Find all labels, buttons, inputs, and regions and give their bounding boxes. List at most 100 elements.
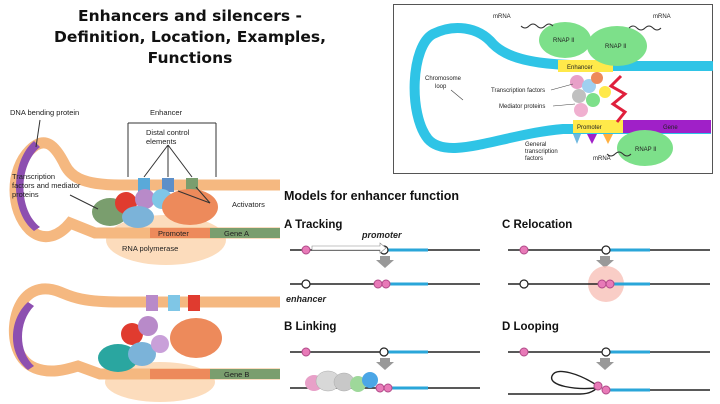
tf-pointer-loop (550, 83, 574, 91)
control-element-3 (186, 178, 198, 192)
b-enhancer-1 (301, 347, 311, 357)
chromosome-loop-diagram: mRNA mRNA mRNA RNAP II RNAP II RNAP II C… (393, 4, 713, 174)
model-d-title: D Looping (502, 321, 559, 333)
mrna-squiggle-3 (606, 151, 632, 157)
c-enhancer-1 (519, 245, 529, 255)
enhancer-bar (558, 60, 613, 72)
gene-bar (623, 120, 711, 133)
enhancer-label: Enhancer (150, 108, 183, 117)
enhancer-label-loop: Enhancer (567, 65, 593, 71)
distal-control-label-2: elements (146, 137, 177, 146)
c-pink-1 (597, 279, 607, 289)
c-pink-2 (605, 279, 615, 289)
chromosome-label-1: Chromosome (425, 76, 462, 82)
title-line-3: Functions (147, 49, 233, 67)
model-b-title: B Linking (284, 321, 336, 333)
title-line-1: Enhancers and silencers - (78, 7, 302, 25)
b-pink-2 (383, 383, 393, 393)
mrna-label-1: mRNA (493, 14, 511, 20)
mediator-pointer-loop (552, 103, 576, 107)
d-promoter-1 (601, 347, 611, 357)
a-pink-1 (373, 279, 383, 289)
control-element-2 (162, 178, 174, 192)
d-pink-1 (593, 381, 603, 391)
gtf-triangle-1 (573, 134, 581, 144)
mrna-squiggle-2 (628, 25, 662, 31)
tf-blob-b3 (138, 316, 158, 336)
gtf-triangle-3 (603, 134, 613, 144)
promoter-bar (150, 228, 210, 238)
gtf-triangle-2 (587, 134, 597, 144)
d-enhancer-1 (519, 347, 529, 357)
rnap-blob-1 (539, 22, 591, 58)
mediator-blob-7 (599, 86, 611, 98)
tf-pointer (69, 194, 99, 210)
rna-polymerase-label: RNA polymerase (122, 244, 178, 253)
chromosome-loop (409, 23, 713, 153)
activators-label: Activators (232, 200, 265, 209)
mrna-label-2: mRNA (653, 14, 671, 20)
chromosome-label-2: loop (435, 84, 447, 90)
tf-label-1: Transcription (12, 172, 55, 181)
a-track-arrows (311, 242, 387, 254)
control-element-b1 (146, 295, 158, 311)
mediator-blob-2 (582, 79, 596, 93)
a-enhancer-1 (301, 245, 311, 255)
model-c-title: C Relocation (502, 219, 572, 231)
tf-blob-b1 (98, 344, 138, 372)
distal-pointer-1 (143, 144, 169, 178)
distal-control-label-1: Distal control (146, 128, 190, 137)
activator-blob-b (170, 318, 222, 358)
rna-polymerase-blob (106, 215, 226, 265)
rnap-label-2: RNAP II (605, 44, 627, 50)
general-label-1: General (525, 142, 546, 148)
mediator-blob-1 (570, 75, 584, 89)
mediator-blob-6 (591, 72, 603, 84)
mediator-blob-4 (586, 93, 600, 107)
distal-pointer-3 (167, 144, 193, 178)
tf-label-3: proteins (12, 190, 39, 199)
tf-blob-b5 (151, 335, 169, 353)
enhancer-models-panel: Models for enhancer function A Tracking … (284, 189, 710, 395)
tf-blob-5 (122, 206, 154, 228)
enhancer-diagram-gene-a: DNA bending protein Enhancer Distal cont… (9, 108, 280, 265)
general-label-2: transcription (525, 149, 558, 155)
promoter-label: Promoter (158, 229, 189, 238)
control-element-b2 (168, 295, 180, 311)
promoter-bar-b (150, 369, 210, 379)
gene-a-label: Gene A (224, 229, 249, 238)
dna-bending-protein (16, 141, 40, 231)
models-heading: Models for enhancer function (284, 189, 459, 203)
promoter-label-model: promoter (361, 230, 402, 240)
gene-label: Gene (663, 125, 678, 131)
general-label-3: factors (525, 156, 543, 162)
d-dna-loop (508, 370, 599, 395)
title-line-2: Definition, Location, Examples, (54, 28, 326, 46)
promoter-label-loop: Promoter (577, 125, 602, 131)
dna-strand-b (8, 283, 280, 380)
tf-label-2: factors and mediator (12, 181, 81, 190)
bending-pointer (35, 119, 41, 148)
linker-zigzag (608, 74, 628, 123)
a-enhancer-2 (301, 279, 311, 289)
control-element-b3 (188, 295, 200, 311)
rnap-label-1: RNAP II (553, 38, 575, 44)
dna-bending-protein-label: DNA bending protein (10, 108, 79, 117)
control-element-1 (138, 178, 150, 192)
mrna-squiggle-1 (520, 23, 554, 29)
rnap-blob-2 (587, 26, 647, 66)
model-a-title: A Tracking (284, 219, 342, 231)
enhancer-diagram-gene-b: Gene B (8, 283, 280, 402)
mediator-blob-3 (572, 89, 586, 103)
c-enhancer-2 (519, 279, 529, 289)
gene-b-bar (210, 369, 280, 379)
d-pink-2 (601, 385, 611, 395)
c-down-arrow (596, 256, 614, 268)
mediator-blob-5 (574, 103, 588, 117)
tf-blob-b4 (128, 342, 156, 366)
promoter-bar-loop (573, 120, 623, 133)
activator-blob (162, 189, 218, 225)
a-down-arrow (376, 256, 394, 268)
b-promoter-1 (379, 347, 389, 357)
b-down-arrow (376, 358, 394, 370)
